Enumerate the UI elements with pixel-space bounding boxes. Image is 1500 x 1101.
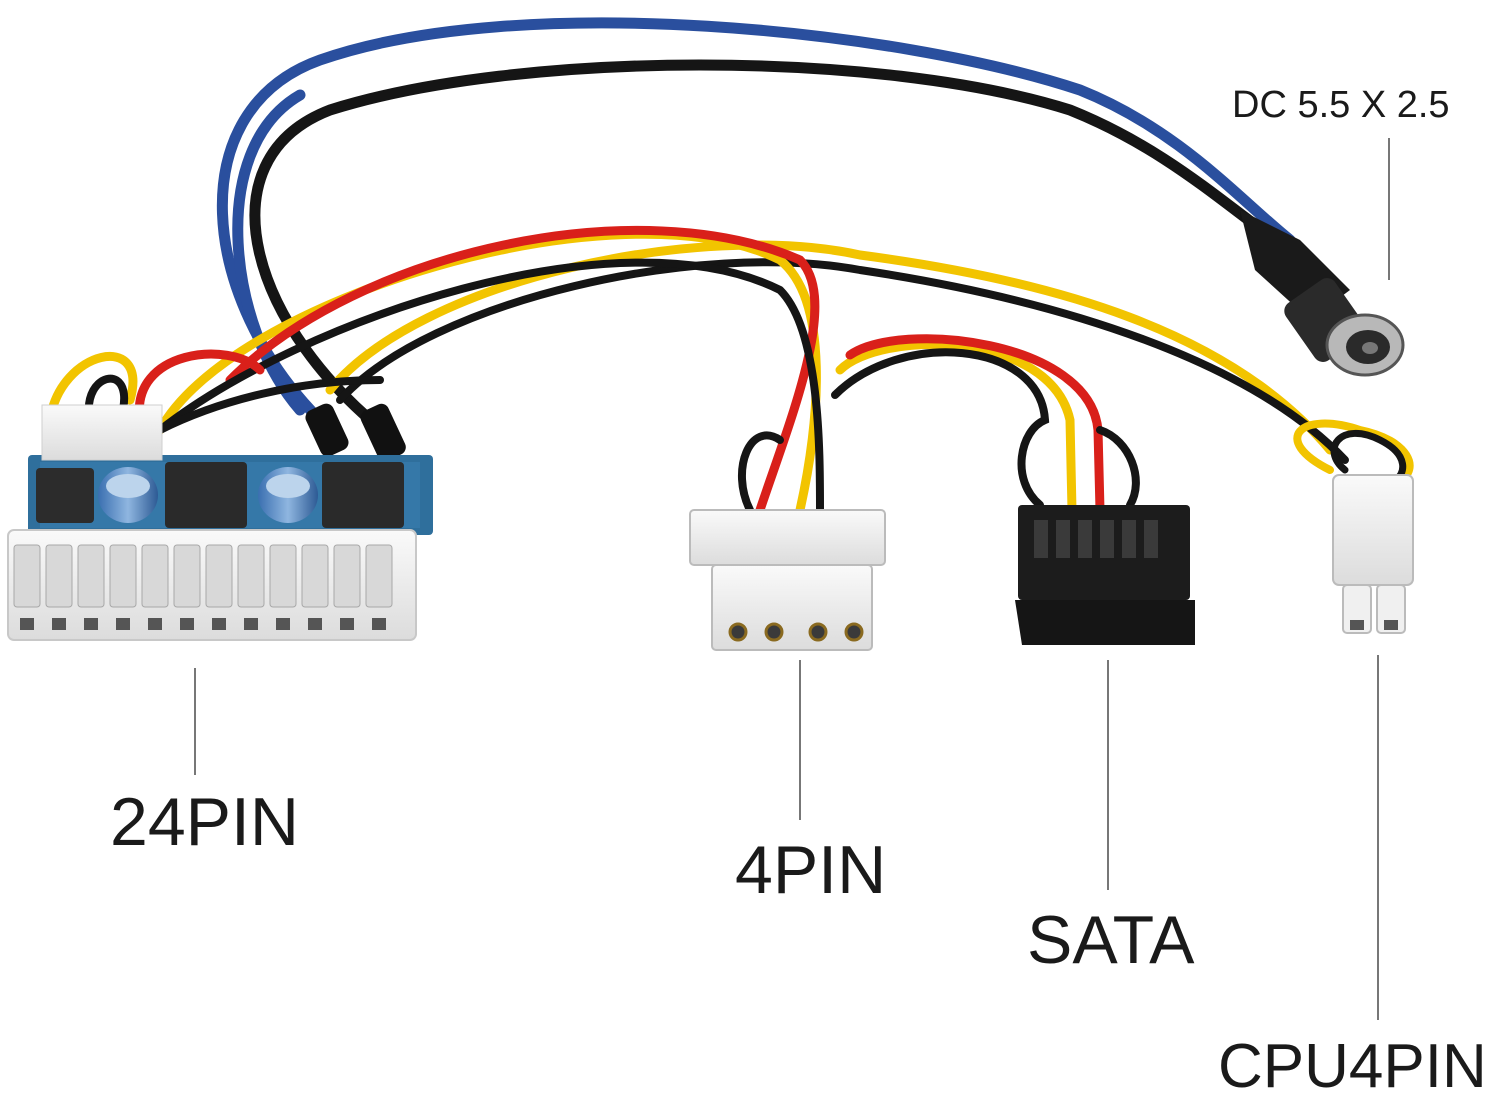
yellow-wire-sata bbox=[835, 339, 1077, 515]
black-wire-molex bbox=[156, 258, 824, 514]
yellow-wire-cpu bbox=[325, 240, 1335, 455]
black-wire-cpu bbox=[336, 258, 1349, 464]
yellow-loop-24pin bbox=[45, 351, 138, 425]
cpu-4pin-label: CPU4PIN bbox=[1218, 1032, 1487, 1101]
molex-4pin-label: 4PIN bbox=[735, 832, 887, 908]
sata-label: SATA bbox=[1027, 902, 1195, 978]
black-wire-24pin-bottom bbox=[156, 376, 384, 434]
dc-input-wires bbox=[216, 17, 1296, 446]
cpu-4pin-connector bbox=[1332, 474, 1414, 634]
black-wire-dc bbox=[249, 59, 1296, 446]
harness-wires bbox=[45, 226, 1414, 515]
wire-sleeves bbox=[305, 403, 406, 462]
atx-24pin-holes bbox=[20, 618, 386, 630]
molex-4pin-connector bbox=[689, 509, 886, 651]
red-loop-24pin bbox=[134, 349, 265, 425]
blue-wire-dc-2 bbox=[232, 89, 306, 416]
black-loop-24pin bbox=[84, 374, 129, 424]
black-wire-molex-2 bbox=[738, 431, 784, 514]
blue-wire-dc bbox=[216, 17, 1296, 426]
yellow-loop-cpu bbox=[1293, 419, 1414, 484]
red-wire-sata bbox=[845, 334, 1105, 515]
sata-power-connector bbox=[1015, 505, 1195, 645]
black-loop-cpu bbox=[1330, 430, 1407, 484]
black-wire-sata-2 bbox=[1096, 426, 1140, 509]
atx-24pin-contacts bbox=[13, 544, 393, 608]
black-wire-sata bbox=[831, 348, 1050, 509]
dc-jack-label: DC 5.5 X 2.5 bbox=[1232, 84, 1450, 126]
red-wire-molex bbox=[225, 226, 820, 515]
leader-lines bbox=[194, 138, 1390, 1020]
dc-barrel-jack bbox=[1240, 210, 1405, 377]
atx-24pin-board bbox=[7, 404, 433, 641]
atx-24pin-label: 24PIN bbox=[110, 784, 299, 860]
